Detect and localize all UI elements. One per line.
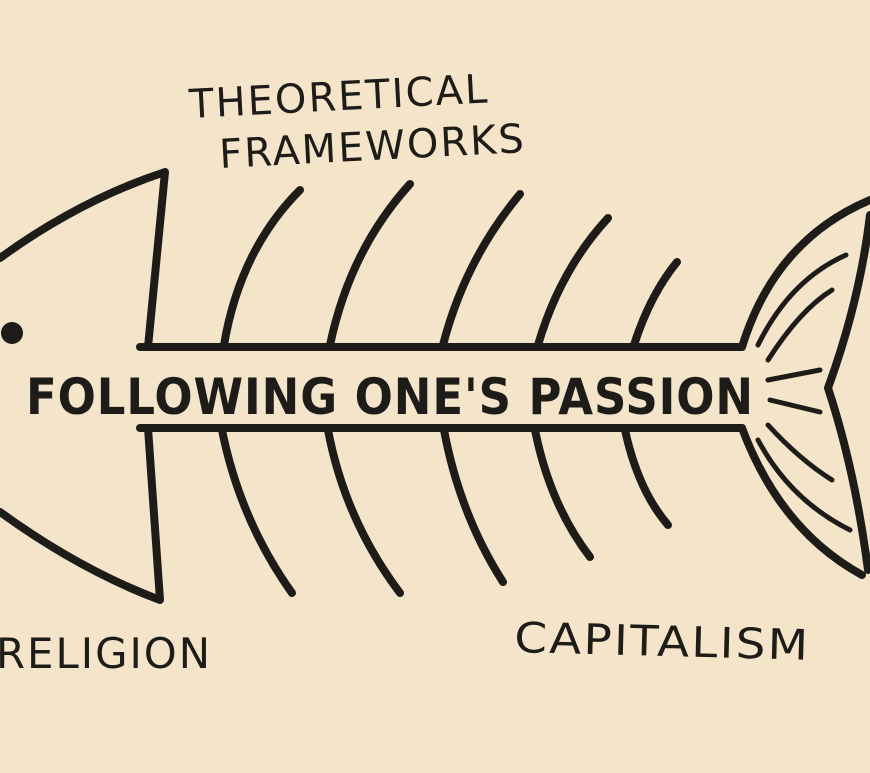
lower-rib [324, 426, 404, 597]
upper-rib [220, 186, 304, 349]
tail-outline [738, 196, 870, 579]
upper-rib [439, 190, 524, 349]
tail-fin-lines [755, 252, 853, 533]
upper-rib [326, 180, 414, 349]
label-capitalism: CAPITALISM [514, 613, 811, 670]
lower-ribs [218, 426, 672, 597]
upper-rib [534, 214, 612, 349]
fish-head-bottom [0, 424, 164, 604]
spine-label: FOLLOWING ONE'S PASSION [26, 368, 754, 426]
label-religion: RELIGION [0, 629, 212, 678]
lower-rib [218, 426, 296, 597]
lower-rib [621, 426, 672, 529]
lower-rib [440, 426, 507, 586]
lower-rib [531, 426, 594, 561]
fish-eye [1, 322, 23, 344]
label-theoretical: THEORETICAL [187, 66, 490, 128]
upper-rib [630, 258, 681, 349]
label-frameworks: FRAMEWORKS [218, 116, 527, 178]
fish-head-top [0, 168, 169, 351]
upper-ribs [220, 180, 681, 349]
